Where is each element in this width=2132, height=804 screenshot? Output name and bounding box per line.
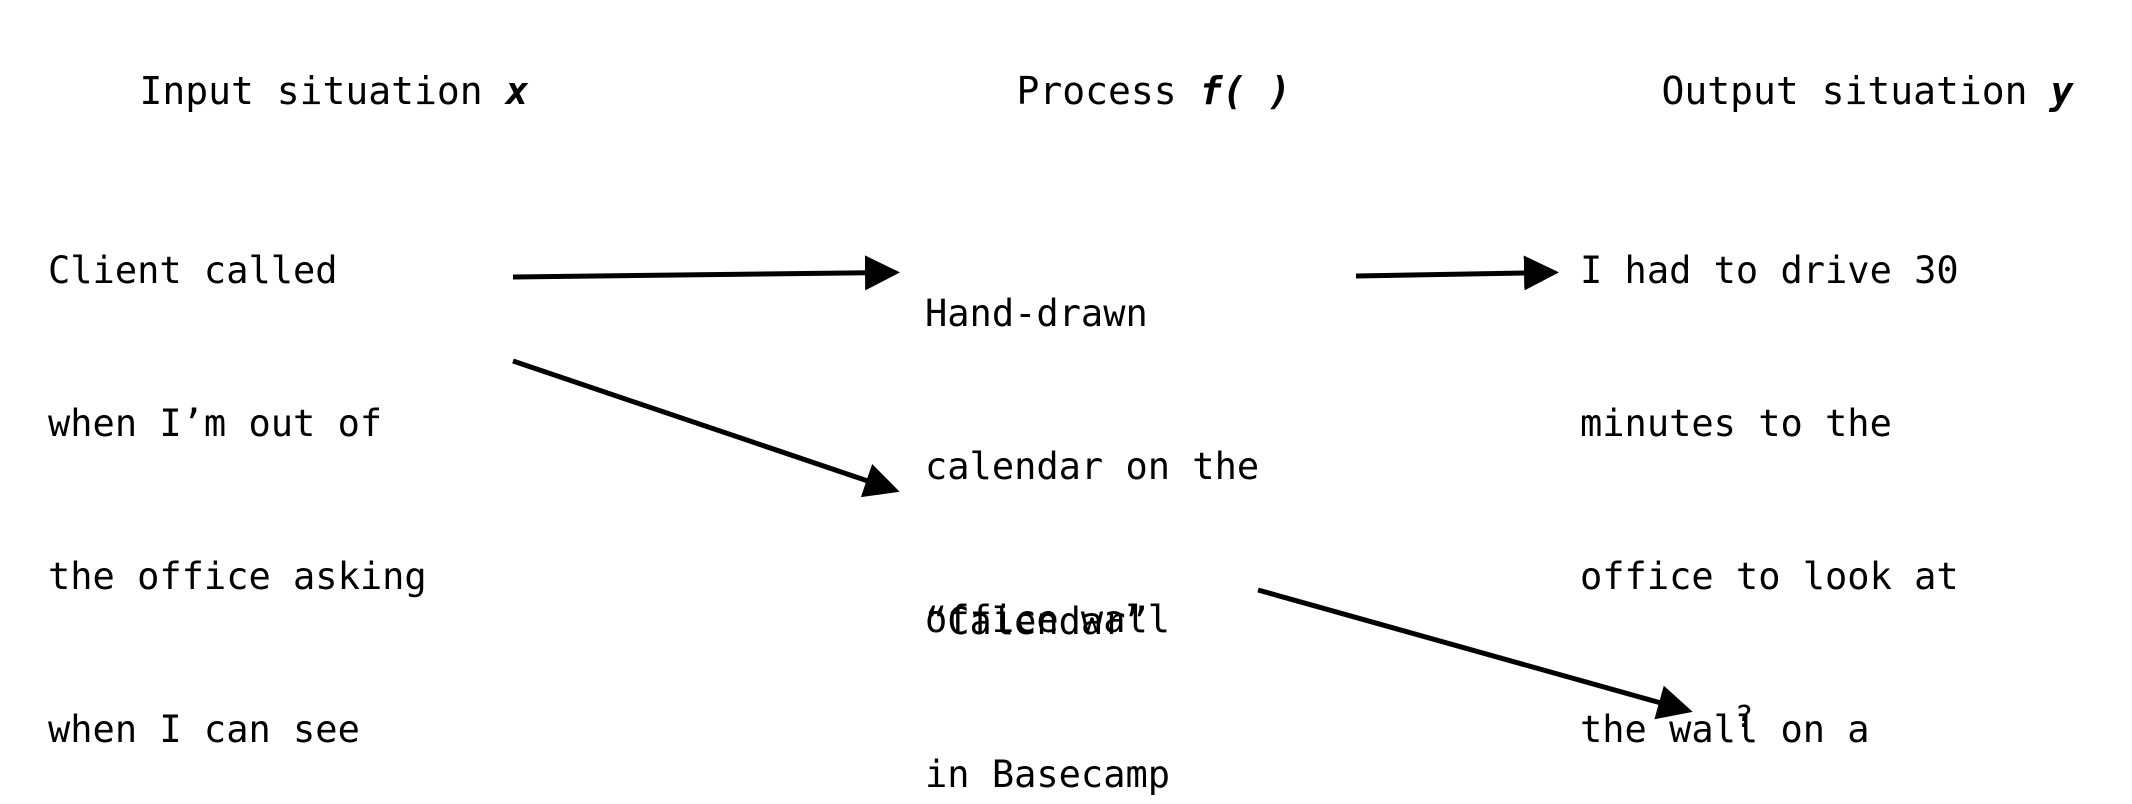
column-header-process: Process f( ) bbox=[925, 22, 1292, 160]
text-line: I had to drive 30 bbox=[1580, 249, 1959, 292]
text-line: office wall bbox=[925, 598, 1171, 641]
column-header-output-situation: Output situation y bbox=[1570, 22, 2074, 160]
input-situation-text: Client called when I’m out of the office… bbox=[48, 143, 427, 804]
text-line: “Calendar” bbox=[925, 600, 1148, 643]
arrow-input-to-alternate-process bbox=[512, 358, 900, 498]
text-line: minutes to the bbox=[1580, 402, 1892, 445]
process-primary-text: Hand-drawn calendar on the office wall bbox=[925, 186, 1259, 747]
text-line: office to look at bbox=[1580, 555, 1959, 598]
column-header-symbol-x: x bbox=[505, 69, 529, 113]
text-line: when I’m out of bbox=[48, 402, 383, 445]
arrow-process-to-output bbox=[1355, 255, 1559, 291]
text-line: Hand-drawn bbox=[925, 292, 1148, 335]
text-line: in Basecamp bbox=[925, 753, 1171, 796]
text-line: calendar on the bbox=[925, 445, 1260, 488]
column-header-label: Output situation bbox=[1661, 69, 2051, 113]
text-line: Client called bbox=[48, 249, 338, 292]
output-unknown-question-mark: ? bbox=[1735, 700, 1754, 735]
process-alternate-text: “Calendar” in Basecamp bbox=[925, 494, 1170, 804]
column-header-input-situation: Input situation x bbox=[48, 22, 529, 160]
text-line: the wall on a bbox=[1580, 708, 1870, 751]
output-situation-text: I had to drive 30 minutes to the office … bbox=[1580, 143, 1959, 804]
column-header-symbol-y: y bbox=[2050, 69, 2074, 113]
text-line: when I can see bbox=[48, 708, 360, 751]
arrow-input-to-process bbox=[512, 255, 900, 291]
column-header-label: Input situation bbox=[139, 69, 506, 113]
text-line: the office asking bbox=[48, 555, 427, 598]
column-header-symbol-f: f( ) bbox=[1199, 69, 1292, 113]
column-header-label: Process bbox=[1016, 69, 1200, 113]
